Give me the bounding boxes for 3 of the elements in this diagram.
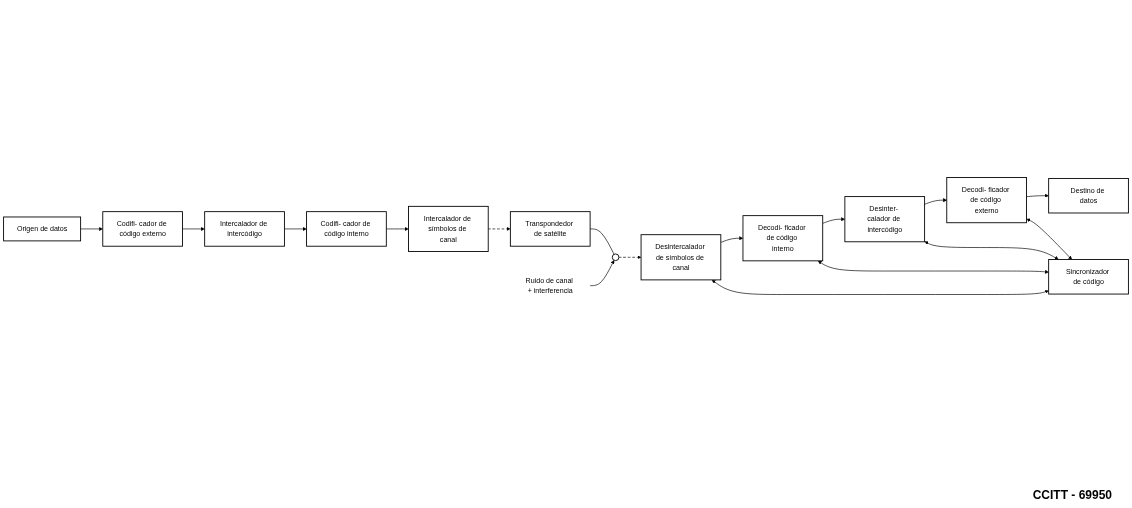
- connector: [589, 228, 615, 255]
- figure-code: CCITT - 69950: [1032, 488, 1112, 502]
- node-circle: [611, 253, 620, 261]
